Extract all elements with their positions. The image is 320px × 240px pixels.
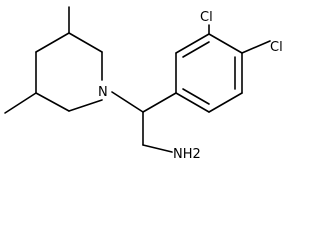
bond <box>182 41 210 58</box>
bond <box>208 92 243 113</box>
bonds <box>4 6 271 153</box>
bond <box>142 144 173 153</box>
cl-atom-label: Cl <box>200 10 213 25</box>
cl-atom-label: Cl <box>270 40 283 55</box>
bond <box>208 33 243 54</box>
bond <box>182 88 210 105</box>
structure-diagram: Cl Cl N NH2 <box>4 6 283 162</box>
bond <box>35 32 70 53</box>
atom-labels: Cl Cl N NH2 <box>98 10 283 162</box>
bond <box>241 40 271 54</box>
bond <box>35 92 70 112</box>
bond <box>68 99 103 112</box>
amine-label: NH2 <box>173 147 201 162</box>
bond <box>175 92 210 113</box>
nitrogen-atom-label: N <box>98 85 108 100</box>
bond <box>4 92 37 114</box>
bond <box>175 33 210 54</box>
bond <box>142 92 177 113</box>
bond <box>111 91 144 113</box>
bond <box>68 32 103 53</box>
